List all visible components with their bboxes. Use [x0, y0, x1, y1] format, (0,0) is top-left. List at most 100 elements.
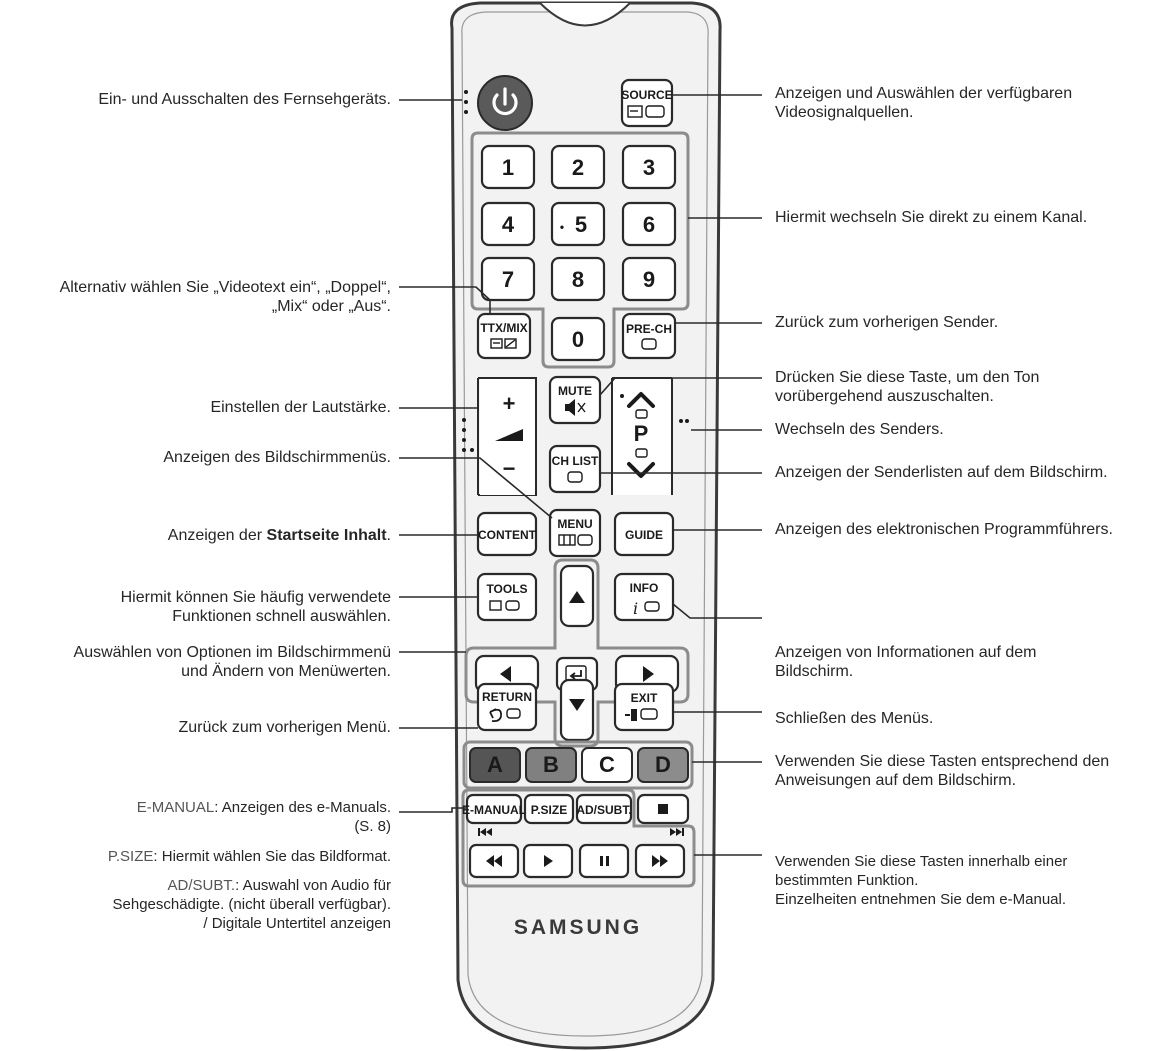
rewind-icon — [486, 855, 502, 867]
exit-button[interactable]: EXIT — [613, 682, 675, 732]
svg-text:0: 0 — [572, 327, 584, 352]
info-button[interactable]: INFO i — [613, 572, 675, 622]
nav-up-button[interactable] — [559, 564, 595, 628]
channel-p-label: P — [634, 421, 649, 446]
leader-lines-left — [399, 99, 553, 813]
volume-rocker[interactable]: + − — [477, 377, 537, 496]
arrow-up-icon — [569, 591, 585, 603]
num-6-button[interactable]: 6 — [621, 201, 677, 247]
label-guide: Anzeigen des elektronischen Programmführ… — [775, 521, 1113, 538]
label-power: Ein- und Ausschalten des Fernsehgeräts. — [98, 91, 391, 108]
ir-window — [539, 2, 631, 27]
ch-list-icon — [567, 471, 583, 483]
svg-text:5: 5 — [575, 212, 587, 237]
num-5-button[interactable]: 5 • — [550, 201, 606, 247]
menu-button[interactable]: MENU — [548, 508, 602, 558]
ch-list-button[interactable]: CH LIST — [548, 444, 602, 494]
color-b-button[interactable]: B — [525, 747, 577, 783]
label-ch-list: Anzeigen der Senderlisten auf dem Bildsc… — [775, 464, 1108, 481]
svg-text:C: C — [599, 752, 615, 777]
fast-forward-icon — [652, 855, 668, 867]
volume-up-label: + — [503, 391, 516, 416]
volume-down-label: − — [503, 456, 516, 481]
power-icon — [492, 93, 518, 116]
label-e-manual: E-MANUAL: Anzeigen des e-Manuals. (S. 8) — [136, 799, 391, 835]
navigation-frame — [464, 558, 690, 748]
channel-dots — [620, 394, 689, 423]
mute-speaker-icon — [565, 399, 586, 416]
source-button[interactable]: SOURCE — [620, 78, 674, 128]
svg-text:3: 3 — [643, 155, 655, 180]
stop-icon — [658, 804, 668, 814]
number-group-frame — [470, 131, 690, 369]
num-5-tactile-dot: • — [560, 220, 564, 234]
label-ttx: Alternativ wählen Sie „Videotext ein“, „… — [59, 279, 391, 315]
svg-text:8: 8 — [572, 267, 584, 292]
svg-text:RETURN: RETURN — [482, 690, 532, 704]
nav-down-button[interactable] — [559, 678, 595, 742]
remote-inner-edge — [461, 11, 709, 1037]
svg-text:EXIT: EXIT — [631, 691, 658, 705]
pause-icon — [600, 856, 609, 866]
svg-text:1: 1 — [502, 155, 514, 180]
volume-dots — [462, 418, 474, 452]
num-4-button[interactable]: 4 — [480, 201, 536, 247]
label-volume: Einstellen der Lautstärke. — [210, 399, 391, 416]
num-1-button[interactable]: 1 — [480, 144, 536, 190]
label-tools: Hiermit können Sie häufig verwendete Fun… — [120, 589, 391, 625]
play-button[interactable] — [522, 843, 574, 879]
tools-button[interactable]: TOOLS — [476, 572, 538, 622]
next-track-icon — [670, 828, 684, 836]
num-0-button[interactable]: 0 — [550, 316, 606, 362]
leader-lines-right — [599, 94, 762, 856]
num-2-button[interactable]: 2 — [550, 144, 606, 190]
label-pre-ch: Zurück zum vorherigen Sender. — [775, 314, 999, 331]
arrow-left-icon — [500, 666, 511, 682]
num-7-button[interactable]: 7 — [480, 256, 536, 302]
stop-button[interactable] — [636, 793, 690, 825]
label-ad-subt: AD/SUBT.: Auswahl von Audio für Sehgesch… — [112, 877, 392, 932]
content-button[interactable]: CONTENT — [476, 511, 538, 557]
num-8-button[interactable]: 8 — [550, 256, 606, 302]
p-size-button[interactable]: P.SIZE — [523, 793, 575, 825]
num-9-button[interactable]: 9 — [621, 256, 677, 302]
svg-text:7: 7 — [502, 267, 514, 292]
pre-ch-button[interactable]: PRE-CH — [621, 312, 677, 360]
arrow-down-icon — [569, 699, 585, 711]
color-group-frame — [462, 740, 694, 790]
volume-ramp-icon — [495, 429, 523, 441]
num-3-button[interactable]: 3 — [621, 144, 677, 190]
power-button[interactable] — [477, 75, 533, 131]
channel-down-icon — [627, 462, 655, 478]
color-c-button[interactable]: C — [581, 747, 633, 783]
label-p-size: P.SIZE: Hiermit wählen Sie das Bildforma… — [107, 848, 391, 865]
rewind-button[interactable] — [468, 843, 520, 879]
mute-button[interactable]: MUTE — [548, 375, 602, 425]
label-source: Anzeigen und Auswählen der verfügbaren V… — [775, 85, 1073, 121]
color-d-button[interactable]: D — [637, 747, 689, 783]
svg-text:6: 6 — [643, 212, 655, 237]
source-input-icon — [627, 105, 665, 118]
return-button[interactable]: RETURN — [476, 682, 538, 732]
power-dots — [464, 90, 468, 114]
ad-subt-button[interactable]: AD/SUBT. — [575, 793, 633, 825]
svg-text:INFO: INFO — [630, 581, 659, 595]
ttx-mix-button[interactable]: TTX/MIX — [476, 312, 532, 360]
svg-text:9: 9 — [643, 267, 655, 292]
svg-text:CONTENT: CONTENT — [478, 528, 537, 542]
channel-rocker[interactable]: P — [611, 377, 673, 495]
pause-button[interactable] — [578, 843, 630, 879]
svg-text:TTX/MIX: TTX/MIX — [480, 321, 527, 335]
e-manual-button[interactable]: E-MANUAL — [462, 793, 526, 825]
pre-ch-icon — [641, 338, 657, 350]
guide-button[interactable]: GUIDE — [613, 511, 675, 557]
svg-text:TOOLS: TOOLS — [486, 582, 527, 596]
color-a-button[interactable]: A — [469, 747, 521, 783]
fast-forward-button[interactable] — [634, 843, 686, 879]
label-color-buttons: Verwenden Sie diese Tasten entsprechend … — [775, 753, 1110, 789]
svg-text:A: A — [487, 752, 503, 777]
svg-text:CH LIST: CH LIST — [552, 454, 599, 468]
exit-icon — [625, 708, 658, 721]
label-exit: Schließen des Menüs. — [775, 710, 934, 727]
label-content: Anzeigen der Startseite Inhalt. — [167, 527, 391, 544]
